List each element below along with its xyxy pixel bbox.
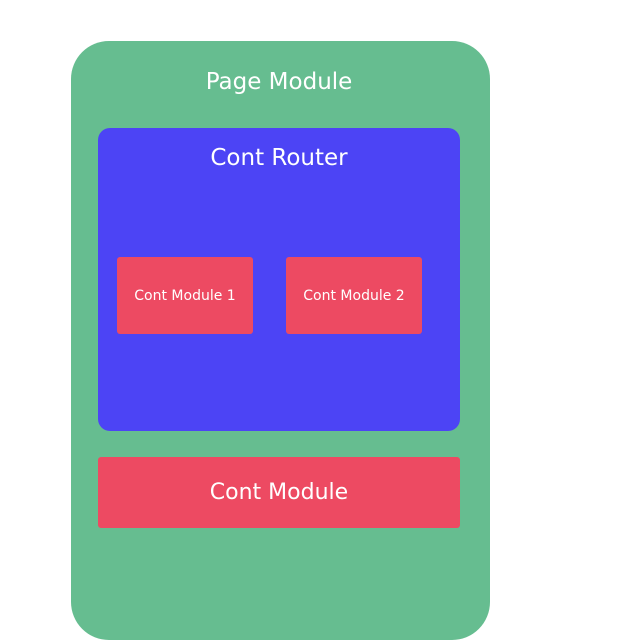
cont-router-label: Cont Router: [210, 145, 348, 171]
cont-router-box: Cont Router Cont Module 1 Cont Module 2: [98, 128, 460, 431]
cont-module-1-label: Cont Module 1: [134, 287, 236, 304]
page-module-label: Page Module: [205, 69, 353, 95]
cont-module-2-box: Cont Module 2: [286, 257, 422, 334]
cont-module-2-label: Cont Module 2: [303, 287, 405, 304]
cont-module-1-box: Cont Module 1: [117, 257, 253, 334]
cont-module-label: Cont Module: [209, 480, 349, 505]
cont-module-box: Cont Module: [98, 457, 460, 528]
